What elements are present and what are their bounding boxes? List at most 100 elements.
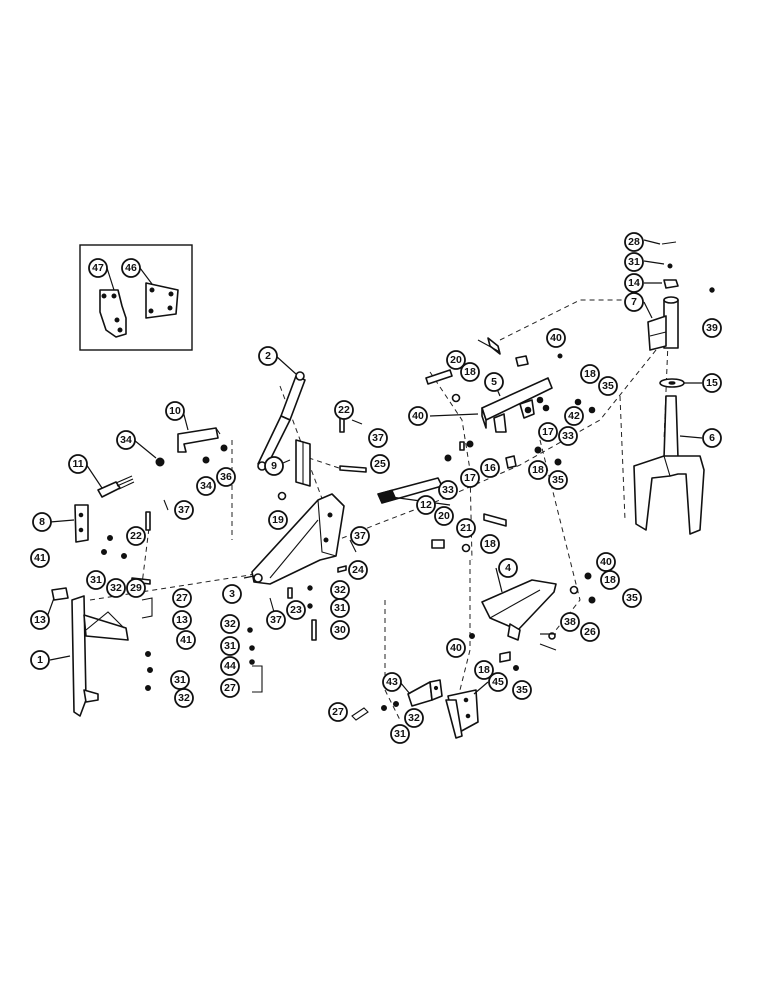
- svg-text:29: 29: [130, 582, 142, 594]
- svg-text:18: 18: [464, 366, 476, 378]
- callout-13: 13: [30, 610, 50, 630]
- callout-3: 3: [222, 584, 242, 604]
- svg-text:11: 11: [72, 458, 83, 470]
- callout-18: 18: [528, 460, 548, 480]
- svg-text:39: 39: [706, 322, 718, 334]
- callout-4: 4: [498, 558, 518, 578]
- svg-text:34: 34: [200, 480, 212, 492]
- callout-27: 27: [328, 702, 348, 722]
- callout-13: 13: [172, 610, 192, 630]
- callout-42: 42: [564, 406, 584, 426]
- callout-37: 37: [174, 500, 194, 520]
- svg-text:40: 40: [450, 642, 462, 654]
- callout-20: 20: [446, 350, 466, 370]
- svg-text:32: 32: [408, 712, 420, 724]
- callout-19: 19: [268, 510, 288, 530]
- part-1-mast: [71, 595, 129, 717]
- svg-text:14: 14: [628, 277, 640, 289]
- svg-text:2: 2: [265, 350, 271, 362]
- callout-35: 35: [598, 376, 618, 396]
- part-8-bracket: [74, 504, 89, 543]
- svg-text:37: 37: [372, 432, 384, 444]
- svg-text:34: 34: [120, 434, 132, 446]
- svg-text:18: 18: [604, 574, 616, 586]
- svg-text:31: 31: [394, 728, 406, 740]
- callout-29: 29: [126, 578, 146, 598]
- callout-group: 47 46 28 31 14 7 39 15 6 40 20 18 5 18 3…: [30, 232, 722, 744]
- svg-text:35: 35: [552, 474, 564, 486]
- svg-text:32: 32: [178, 692, 190, 704]
- callout-37: 37: [266, 610, 286, 630]
- svg-text:25: 25: [374, 458, 386, 470]
- svg-text:40: 40: [412, 410, 424, 422]
- svg-text:31: 31: [90, 574, 102, 586]
- callout-8: 8: [32, 512, 52, 532]
- svg-text:37: 37: [270, 614, 282, 626]
- svg-text:45: 45: [492, 676, 504, 688]
- svg-text:13: 13: [176, 614, 188, 626]
- svg-text:31: 31: [224, 640, 236, 652]
- small-hardware: [101, 241, 715, 711]
- svg-text:7: 7: [631, 296, 637, 308]
- callout-35: 35: [622, 588, 642, 608]
- callout-16: 16: [480, 458, 500, 478]
- callout-32: 32: [330, 580, 350, 600]
- callout-18: 18: [474, 660, 494, 680]
- callout-32: 32: [106, 578, 126, 598]
- svg-text:23: 23: [290, 604, 302, 616]
- callout-11: 11: [68, 454, 88, 474]
- callout-6: 6: [702, 428, 722, 448]
- callout-23: 23: [286, 600, 306, 620]
- svg-text:28: 28: [628, 236, 640, 248]
- callout-22: 22: [334, 400, 354, 420]
- callout-12: 12: [416, 495, 436, 515]
- callout-2: 2: [258, 346, 278, 366]
- part-10-strap: [177, 427, 221, 453]
- svg-text:18: 18: [584, 368, 596, 380]
- svg-text:18: 18: [532, 464, 544, 476]
- callout-31: 31: [624, 252, 644, 272]
- part-27-ubolt-a: [141, 597, 153, 619]
- svg-text:5: 5: [491, 376, 497, 388]
- svg-text:31: 31: [334, 602, 346, 614]
- svg-text:47: 47: [92, 262, 104, 274]
- part-45-plate: [445, 689, 479, 739]
- svg-text:36: 36: [220, 471, 232, 483]
- svg-text:40: 40: [600, 556, 612, 568]
- svg-text:24: 24: [352, 564, 364, 576]
- callout-40: 40: [446, 638, 466, 658]
- svg-text:19: 19: [272, 514, 284, 526]
- callout-17: 17: [538, 422, 558, 442]
- svg-text:31: 31: [174, 674, 186, 686]
- callout-27: 27: [172, 588, 192, 608]
- svg-text:1: 1: [37, 654, 43, 666]
- svg-text:21: 21: [460, 522, 472, 534]
- callout-44: 44: [220, 656, 240, 676]
- callout-37: 37: [368, 428, 388, 448]
- svg-text:30: 30: [334, 624, 346, 636]
- inset-panel: [79, 244, 193, 351]
- svg-text:27: 27: [224, 682, 236, 694]
- svg-text:31: 31: [628, 256, 640, 268]
- callout-30: 30: [330, 620, 350, 640]
- callout-27: 27: [220, 678, 240, 698]
- svg-text:41: 41: [180, 634, 192, 646]
- svg-text:33: 33: [562, 430, 574, 442]
- callout-18: 18: [480, 534, 500, 554]
- callout-43: 43: [382, 672, 402, 692]
- callout-15: 15: [702, 373, 722, 393]
- callout-32: 32: [174, 688, 194, 708]
- callout-9: 9: [264, 456, 284, 476]
- svg-text:33: 33: [442, 484, 454, 496]
- svg-text:37: 37: [354, 530, 366, 542]
- svg-text:10: 10: [169, 405, 181, 417]
- callout-32: 32: [220, 614, 240, 634]
- callout-40: 40: [596, 552, 616, 572]
- svg-text:32: 32: [224, 618, 236, 630]
- svg-text:18: 18: [478, 664, 490, 676]
- callout-7: 7: [624, 292, 644, 312]
- callout-18: 18: [600, 570, 620, 590]
- part-43-bracket: [407, 679, 443, 707]
- callout-35: 35: [548, 470, 568, 490]
- callout-21: 21: [456, 518, 476, 538]
